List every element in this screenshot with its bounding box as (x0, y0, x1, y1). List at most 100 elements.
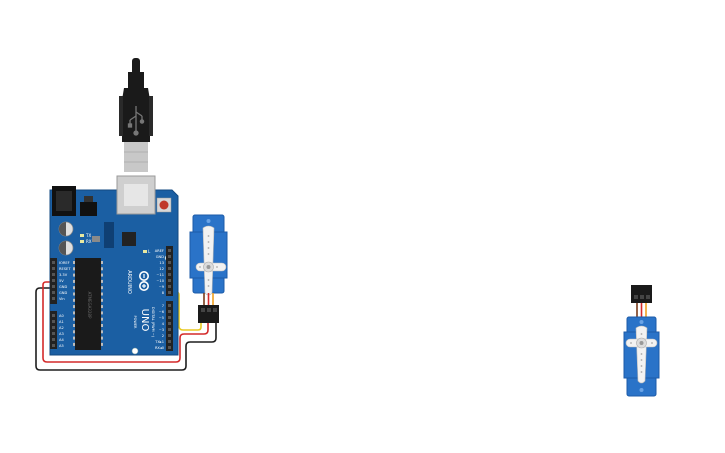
chip-pin (73, 311, 75, 315)
reset-button[interactable] (156, 197, 172, 213)
status-leds: TX RX L (80, 233, 151, 254)
smd-component (104, 222, 114, 248)
digital-pin-label: 12 (159, 267, 164, 271)
chip-pin (101, 279, 103, 283)
chip-pin (101, 286, 103, 290)
digital-pin-label: ~9 (159, 285, 165, 289)
usb-interface-chip (122, 232, 136, 246)
digital-pin-label: RX◂0 (155, 346, 165, 350)
digital-pin-socket[interactable] (168, 304, 171, 307)
analog-pin-label: A3 (59, 332, 64, 336)
chip-pin (101, 292, 103, 296)
chip-pin (73, 305, 75, 309)
chip-pin (73, 286, 75, 290)
analog-pin-socket[interactable] (52, 338, 55, 341)
chip-pin (101, 317, 103, 321)
power-pin-label: Vin (59, 297, 65, 301)
digital-pin-socket[interactable] (168, 291, 171, 294)
analog-pin-socket[interactable] (52, 320, 55, 323)
digital-pin-socket[interactable] (168, 328, 171, 331)
chip-pin (101, 273, 103, 277)
chip-pin (101, 298, 103, 302)
digital-pin-socket[interactable] (168, 340, 171, 343)
analog-pin-label: A5 (59, 344, 64, 348)
analog-pin-socket[interactable] (52, 344, 55, 347)
power-pin-socket[interactable] (52, 279, 55, 282)
chip-pin (101, 305, 103, 309)
arduino-logo-icon (139, 271, 149, 291)
digital-header-bottom[interactable] (166, 301, 173, 351)
power-pin-label: IOREF (59, 261, 70, 265)
usb-b-port (116, 175, 156, 215)
analog-pin-label: A2 (59, 326, 64, 330)
digital-pin-socket[interactable] (168, 285, 171, 288)
digital-pin-socket[interactable] (168, 273, 171, 276)
wire-power[interactable] (42, 281, 209, 363)
atmega-chip: ATMEGA328P (73, 258, 103, 350)
arduino-uno-board[interactable]: TX RX L ATMEGA328P ARDUINO UNO POWER DIG… (49, 175, 179, 356)
analog-pin-socket[interactable] (52, 314, 55, 317)
power-header[interactable] (50, 258, 57, 304)
power-pin-socket[interactable] (52, 291, 55, 294)
chip-pin (73, 279, 75, 283)
chip-pin (101, 267, 103, 271)
usb-icon (127, 106, 145, 136)
digital-pin-socket[interactable] (168, 279, 171, 282)
chip-pin (73, 273, 75, 277)
digital-pin-socket[interactable] (168, 261, 171, 264)
digital-pin-label: 2 (162, 334, 164, 338)
digital-pin-socket[interactable] (168, 334, 171, 337)
capacitor (58, 240, 74, 256)
power-pin-label: 5V (59, 279, 64, 283)
servo-connector[interactable] (631, 285, 652, 303)
power-pin-socket[interactable] (52, 285, 55, 288)
digital-header-top[interactable] (166, 246, 173, 296)
servo-connector[interactable] (198, 305, 219, 323)
led-tx-label: TX (85, 233, 91, 238)
chip-pin (73, 342, 75, 346)
servo-motor-2[interactable] (623, 285, 660, 397)
chip-pin (73, 298, 75, 302)
led-rx-label: RX (86, 239, 92, 244)
digital-pin-socket[interactable] (168, 316, 171, 319)
crystal (92, 236, 100, 242)
digital-pin-socket[interactable] (168, 322, 171, 325)
digital-pin-label: 4 (162, 322, 165, 326)
servo-horn-icon (625, 325, 658, 384)
digital-pin-label: ~5 (159, 316, 164, 320)
chip-pin (101, 324, 103, 327)
chip-pin (73, 292, 75, 296)
usb-cable[interactable] (119, 58, 153, 172)
power-pin-socket[interactable] (52, 261, 55, 264)
digital-pin-socket[interactable] (168, 267, 171, 270)
power-header-label: POWER (133, 316, 137, 330)
chip-pin (73, 317, 75, 321)
digital-pin-label: AREF (155, 249, 164, 253)
chip-pin (73, 267, 75, 271)
digital-pin-socket[interactable] (168, 249, 171, 252)
power-pin-socket[interactable] (52, 267, 55, 270)
digital-pin-label: ~10 (156, 279, 164, 283)
power-pin-socket[interactable] (52, 273, 55, 276)
power-jack (52, 186, 76, 216)
chip-label: ATMEGA328P (87, 292, 92, 319)
digital-pin-socket[interactable] (168, 310, 171, 313)
analog-pin-socket[interactable] (52, 326, 55, 329)
power-pin-label: GND (59, 285, 67, 289)
analog-pin-socket[interactable] (52, 332, 55, 335)
digital-pin-socket[interactable] (168, 255, 171, 258)
chip-pin (101, 311, 103, 315)
wire-ground[interactable] (35, 287, 217, 371)
analog-pin-label: A4 (59, 338, 64, 342)
analog-header[interactable] (50, 311, 57, 349)
digital-pin-socket[interactable] (168, 346, 171, 349)
digital-pin-label: 13 (159, 261, 164, 265)
power-pin-socket[interactable] (52, 297, 55, 300)
digital-pin-label: 7 (162, 304, 164, 308)
servo-motor-1[interactable] (189, 214, 228, 323)
